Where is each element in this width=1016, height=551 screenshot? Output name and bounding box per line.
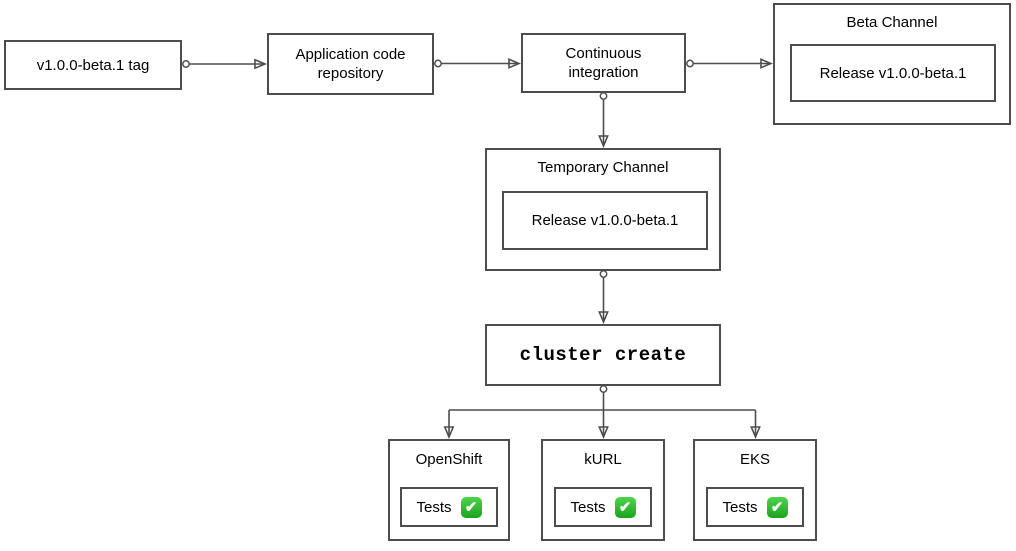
group-temporary-channel: Temporary Channel Release v1.0.0-beta.1 [485, 148, 721, 271]
group-openshift: OpenShift Tests ✔ [388, 439, 510, 541]
beta-channel-release-box: Release v1.0.0-beta.1 [790, 44, 996, 102]
kurl-title: kURL [584, 451, 622, 468]
eks-tests-label: Tests [722, 498, 758, 516]
node-cluster-create: cluster create [485, 324, 721, 386]
eks-tests-box: Tests ✔ [706, 487, 804, 527]
beta-channel-title: Beta Channel [846, 14, 938, 31]
group-kurl: kURL Tests ✔ [541, 439, 665, 541]
node-version-tag-label: v1.0.0-beta.1 tag [36, 56, 150, 74]
eks-title: EKS [739, 451, 770, 468]
node-version-tag: v1.0.0-beta.1 tag [4, 40, 182, 90]
node-application-code-repository: Application code repository [267, 33, 434, 95]
temporary-channel-release-box: Release v1.0.0-beta.1 [502, 191, 708, 250]
openshift-tests-label: Tests [416, 498, 452, 516]
check-icon: ✔ [766, 496, 788, 518]
beta-channel-release-label: Release v1.0.0-beta.1 [819, 64, 967, 82]
kurl-tests-box: Tests ✔ [554, 487, 652, 527]
node-application-code-repository-label: Application code repository [295, 46, 406, 82]
check-icon: ✔ [614, 496, 636, 518]
openshift-tests-box: Tests ✔ [400, 487, 498, 527]
openshift-title: OpenShift [415, 451, 483, 468]
node-continuous-integration-label: Continuous integration [565, 45, 642, 81]
node-continuous-integration: Continuous integration [521, 33, 686, 93]
group-beta-channel: Beta Channel Release v1.0.0-beta.1 [773, 3, 1011, 125]
check-icon: ✔ [460, 496, 482, 518]
group-eks: EKS Tests ✔ [693, 439, 817, 541]
temporary-channel-release-label: Release v1.0.0-beta.1 [531, 212, 679, 229]
temporary-channel-title: Temporary Channel [537, 159, 669, 176]
node-cluster-create-label: cluster create [519, 343, 687, 366]
kurl-tests-label: Tests [570, 498, 606, 516]
